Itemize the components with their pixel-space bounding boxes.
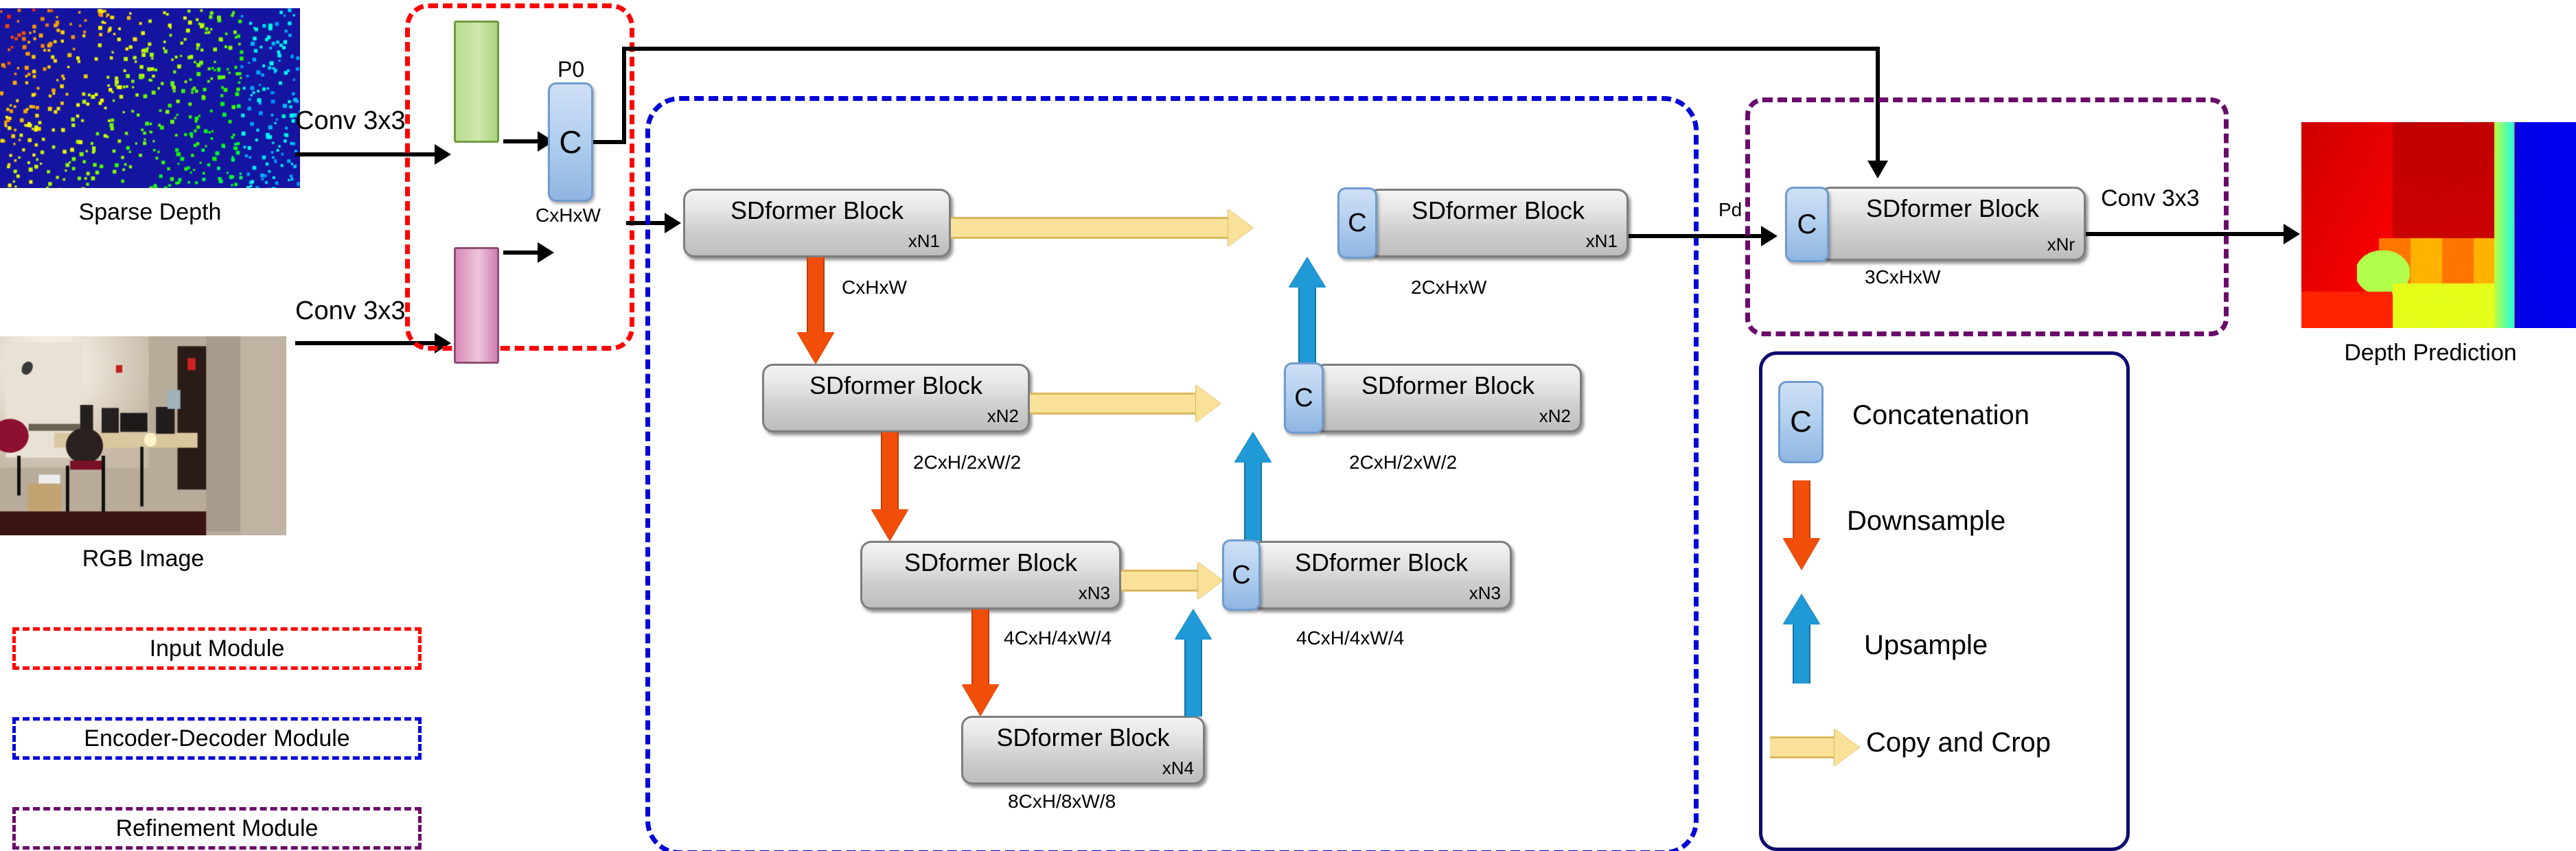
pd-label: Pd (1718, 199, 1742, 221)
legend-downsample-arrow-icon (1774, 480, 1829, 570)
upsample-level4-to-3 (1174, 609, 1212, 716)
depth-bar-to-concat-arrow (503, 139, 539, 143)
encoder-block-n3[interactable]: SDformer Block xN3 (860, 541, 1121, 609)
encoder-dim-n2: 2CxH/2xW/2 (913, 452, 1021, 474)
downsample-level2 (871, 432, 909, 541)
decoder-concat-n3-label: C (1232, 561, 1250, 590)
decoder-block-n1-mult: xN1 (1586, 231, 1618, 252)
module-tag-input: Input Module (12, 627, 422, 670)
module-tag-refinement-label: Refinement Module (116, 815, 319, 842)
decoder-block-n1-title: SDformer Block (1370, 196, 1626, 225)
depth-feature-bar (454, 21, 499, 143)
depth-prediction-thumbnail (2301, 122, 2576, 328)
refinement-concat-label: C (1797, 209, 1817, 240)
decoder-block-n3[interactable]: SDformer Block xN3 (1251, 541, 1512, 609)
encoder-dim-n3: 4CxH/4xW/4 (1004, 627, 1112, 649)
legend-concatenation-icon: C (1778, 381, 1824, 463)
encoder-block-n2-title: SDformer Block (764, 371, 1028, 400)
downsample-level1 (796, 257, 835, 364)
decoder-block-n2-title: SDformer Block (1316, 371, 1580, 400)
p0-label: P0 (557, 57, 584, 82)
decoder-concat-n1[interactable]: C (1337, 187, 1377, 259)
input-concat-block[interactable]: C (548, 82, 593, 202)
decoder-concat-n1-label: C (1348, 209, 1366, 238)
encoder-block-n1-mult: xN1 (908, 231, 940, 252)
input-module-boundary (405, 3, 634, 351)
decoder-concat-n2[interactable]: C (1284, 362, 1324, 434)
encoder-block-n2[interactable]: SDformer Block xN2 (762, 364, 1030, 432)
rgb-feature-bar (454, 247, 499, 364)
refinement-block-mult: xNr (2047, 234, 2075, 255)
decoder-block-n2[interactable]: SDformer Block xN2 (1314, 364, 1582, 432)
refinement-to-output-arrow (2086, 232, 2285, 236)
legend-downsample-label: Downsample (1847, 506, 2005, 537)
output-conv3x3-label: Conv 3x3 (2101, 185, 2200, 212)
legend-upsample-label: Upsample (1864, 630, 1988, 661)
refinement-dim-label: 3CxHxW (1865, 266, 1940, 288)
module-tag-input-label: Input Module (150, 636, 285, 662)
sparse-depth-thumbnail (0, 8, 300, 188)
decoder-concat-n3[interactable]: C (1222, 539, 1261, 611)
copy-crop-level3 (1121, 562, 1223, 599)
encoder-dim-n4: 8CxH/8xW/8 (1008, 791, 1116, 813)
input-dim-label: CxHxW (536, 205, 601, 226)
legend-copy-and-crop-arrow-icon (1770, 729, 1859, 766)
decoder-concat-n2-label: C (1294, 384, 1313, 413)
skip-connection-riser (622, 47, 626, 144)
encoder-block-n1-title: SDformer Block (685, 196, 949, 225)
skip-connection-out (593, 140, 626, 144)
rgb-image-thumbnail (0, 336, 286, 535)
legend-copy-and-crop-label: Copy and Crop (1866, 727, 2051, 758)
legend-concatenation-glyph: C (1790, 405, 1812, 439)
sparse-depth-caption: Sparse Depth (0, 199, 300, 226)
depth-prediction-caption: Depth Prediction (2286, 340, 2575, 366)
upsample-level2-to-1 (1288, 257, 1326, 364)
legend-concatenation-label: Concatenation (1852, 400, 2029, 431)
encoder-block-n4-title: SDformer Block (963, 723, 1203, 752)
pd-to-refinement-arrow (1629, 234, 1762, 238)
decoder-block-n3-title: SDformer Block (1253, 548, 1510, 577)
encoder-block-n3-title: SDformer Block (862, 548, 1119, 577)
module-tag-encoder-decoder: Encoder-Decoder Module (12, 717, 422, 760)
copy-crop-level1 (951, 209, 1253, 246)
decoder-block-n3-mult: xN3 (1469, 583, 1501, 604)
rgb-image-caption: RGB Image (0, 546, 286, 572)
encoder-block-n3-mult: xN3 (1079, 583, 1110, 604)
skip-connection-top (622, 47, 1880, 51)
refinement-block-title: SDformer Block (1821, 194, 2084, 223)
encoder-block-n4-mult: xN4 (1162, 758, 1194, 779)
decoder-block-n2-mult: xN2 (1539, 406, 1571, 427)
module-tag-encoder-decoder-label: Encoder-Decoder Module (84, 725, 349, 752)
input-concat-label: C (559, 124, 582, 161)
downsample-level3 (961, 609, 1000, 716)
decoder-dim-n2: 2CxH/2xW/2 (1349, 452, 1457, 474)
decoder-dim-n3: 4CxH/4xW/4 (1296, 627, 1404, 649)
encoder-block-n4[interactable]: SDformer Block xN4 (961, 716, 1205, 784)
legend-upsample-arrow-icon (1774, 594, 1829, 684)
conv3x3-top-label: Conv 3x3 (295, 106, 406, 136)
decoder-dim-n1: 2CxHxW (1411, 277, 1486, 299)
refinement-sdformer-block[interactable]: SDformer Block xNr (1819, 187, 2086, 261)
conv3x3-bottom-label: Conv 3x3 (295, 296, 406, 326)
encoder-block-n2-mult: xN2 (987, 406, 1019, 427)
copy-crop-level2 (1030, 385, 1221, 422)
upsample-level3-to-2 (1234, 432, 1272, 541)
refinement-concat-block[interactable]: C (1785, 187, 1829, 262)
encoder-block-n1[interactable]: SDformer Block xN1 (683, 189, 951, 257)
decoder-block-n1[interactable]: SDformer Block xN1 (1368, 189, 1629, 257)
encoder-dim-n1: CxHxW (842, 277, 907, 299)
rgb-bar-to-concat-arrow (503, 250, 539, 255)
module-tag-refinement: Refinement Module (12, 807, 422, 850)
